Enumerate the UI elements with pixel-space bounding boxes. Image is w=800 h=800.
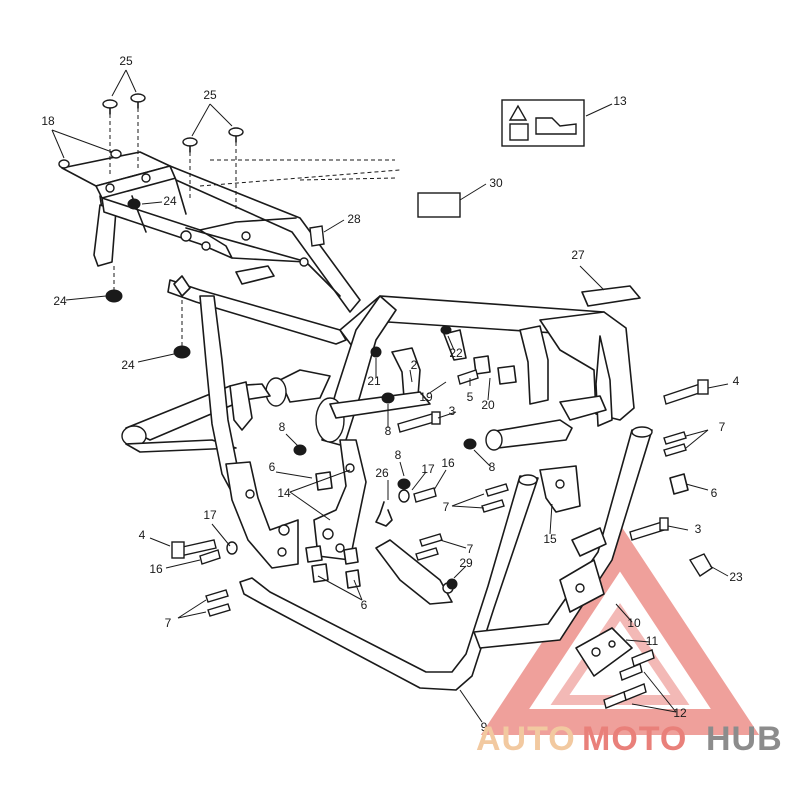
callout-3: 3 <box>695 522 702 536</box>
callout-labels: 25 25 18 24 24 24 28 30 13 27 4 7 6 3 23… <box>41 54 743 734</box>
callout-7: 7 <box>467 542 474 556</box>
callout-10: 10 <box>627 616 641 630</box>
callout-2: 2 <box>411 358 418 372</box>
callout-17: 17 <box>421 462 435 476</box>
callout-4: 4 <box>733 374 740 388</box>
callout-5: 5 <box>467 390 474 404</box>
rear-subframe <box>61 151 401 345</box>
callout-13: 13 <box>613 94 627 108</box>
leader-lines <box>51 69 729 723</box>
callout-23: 23 <box>729 570 743 584</box>
callout-25: 25 <box>203 88 217 102</box>
callout-15: 15 <box>543 532 557 546</box>
callout-8: 8 <box>279 420 286 434</box>
callout-22: 22 <box>449 346 463 360</box>
callout-8: 8 <box>385 424 392 438</box>
callout-3: 3 <box>449 404 456 418</box>
watermark-text-hub: HUB <box>706 720 783 758</box>
callout-20: 20 <box>481 398 495 412</box>
callout-17: 17 <box>203 508 217 522</box>
callout-29: 29 <box>459 556 473 570</box>
callout-7: 7 <box>443 500 450 514</box>
callout-30: 30 <box>489 176 503 190</box>
callout-21: 21 <box>367 374 381 388</box>
callout-28: 28 <box>347 212 361 226</box>
callout-12: 12 <box>673 706 687 720</box>
callout-16: 16 <box>441 456 455 470</box>
main-frame <box>121 295 689 605</box>
callout-6: 6 <box>711 486 718 500</box>
callout-24: 24 <box>121 358 135 372</box>
callout-8: 8 <box>489 460 496 474</box>
watermark-text-moto: MOTO <box>582 720 687 758</box>
callout-27: 27 <box>571 248 585 262</box>
callout-9: 9 <box>481 720 488 734</box>
fasteners <box>58 93 713 709</box>
callout-25: 25 <box>119 54 133 68</box>
callout-19: 19 <box>419 390 433 404</box>
callout-11: 11 <box>646 634 659 648</box>
callout-6: 6 <box>269 460 276 474</box>
callout-24: 24 <box>53 294 67 308</box>
callout-24: 24 <box>163 194 177 208</box>
callout-16: 16 <box>149 562 163 576</box>
callout-14: 14 <box>277 486 291 500</box>
callout-7: 7 <box>165 616 172 630</box>
lower-cradle <box>239 426 653 691</box>
watermark-text-auto: AUTO <box>476 720 576 758</box>
watermark-wordmark: AUTO MOTO HUB <box>476 720 783 758</box>
callout-26: 26 <box>375 466 389 480</box>
callout-18: 18 <box>41 114 55 128</box>
callout-7: 7 <box>719 420 726 434</box>
callout-4: 4 <box>139 528 146 542</box>
callout-8: 8 <box>395 448 402 462</box>
callout-6: 6 <box>361 598 368 612</box>
